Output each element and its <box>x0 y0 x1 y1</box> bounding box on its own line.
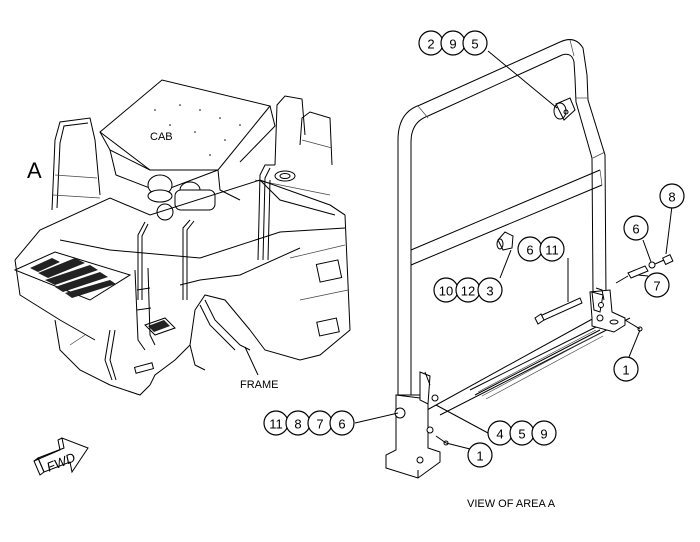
callout-group-1-right: 1 <box>613 356 639 382</box>
frame-label: FRAME <box>240 379 279 391</box>
callout-number: 9 <box>449 37 456 52</box>
leader-4-5-9 <box>435 404 489 434</box>
view-caption: VIEW OF AREA A <box>467 498 556 510</box>
leader-2-9-5 <box>487 50 558 109</box>
callout-number: 9 <box>540 427 547 442</box>
callout-number: 11 <box>545 243 559 258</box>
callout-number: 1 <box>622 363 629 378</box>
cab-label: CAB <box>150 131 173 143</box>
washer <box>648 261 656 269</box>
cab-roof <box>99 79 271 171</box>
callout-number: 10 <box>439 284 453 299</box>
callout-number: 6 <box>632 222 639 237</box>
nut <box>662 254 674 266</box>
callout-bubble <box>477 277 503 303</box>
callout-bubble <box>329 410 355 436</box>
leader-11-8-7-6 <box>354 412 399 424</box>
callout-group-1-bottom: 1 <box>467 442 493 468</box>
leader-1-right <box>628 329 641 358</box>
callout-group-10-12-3: 10 12 3 <box>433 277 503 303</box>
callout-number: 6 <box>338 417 345 432</box>
callout-bubble <box>539 236 565 262</box>
callout-number: 8 <box>668 190 675 205</box>
frame-leader-line <box>244 346 259 376</box>
callout-number: 7 <box>316 417 323 432</box>
callout-bubble <box>659 183 685 209</box>
callout-bubble <box>467 442 493 468</box>
handrail-detail <box>385 39 674 479</box>
machine-overview: A CAB <box>13 79 351 396</box>
fwd-arrow: FWD <box>33 437 89 476</box>
callout-number: 8 <box>294 417 301 432</box>
callout-number: 3 <box>486 284 493 299</box>
leader-1-bottom <box>445 442 471 450</box>
callout-number: 5 <box>518 427 525 442</box>
pin <box>627 265 649 279</box>
callout-number: 2 <box>427 37 434 52</box>
callout-bubble <box>531 420 557 446</box>
callout-number: 12 <box>461 284 475 299</box>
leader-7 <box>637 274 649 277</box>
leader-6-right <box>642 239 652 263</box>
callout-group-6-right: 6 <box>623 215 649 241</box>
area-marker-label: A <box>27 158 42 183</box>
callout-bubble <box>462 30 488 56</box>
fwd-arrow-icon <box>37 437 89 474</box>
callout-number: 6 <box>526 243 533 258</box>
callout-number: 11 <box>269 417 283 432</box>
callout-group-6-11: 6 11 <box>517 236 565 262</box>
callout-number: 7 <box>653 279 660 294</box>
callout-number: 5 <box>471 37 478 52</box>
callout-number: 1 <box>476 449 483 464</box>
leader-10-12-3 <box>499 249 512 279</box>
callout-bubble <box>613 356 639 382</box>
leader-8 <box>665 205 673 255</box>
callout-group-8: 8 <box>659 183 685 209</box>
callout-number: 4 <box>496 427 503 442</box>
leader-lines <box>354 50 673 450</box>
callout-bubble <box>623 215 649 241</box>
callout-group-7: 7 <box>644 272 670 298</box>
callout-bubble <box>644 272 670 298</box>
bolt-head <box>394 407 406 419</box>
